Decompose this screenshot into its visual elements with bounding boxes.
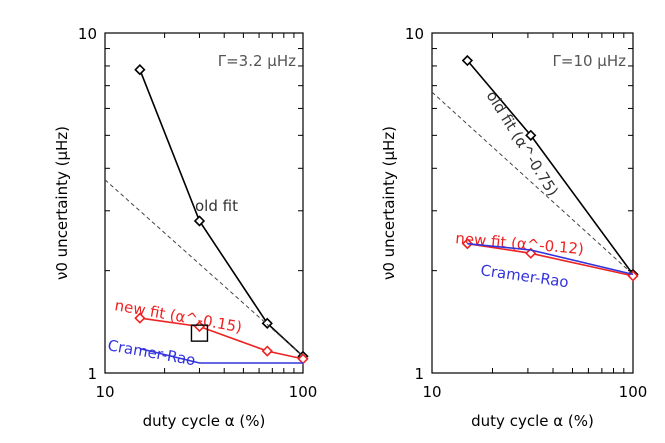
series-label: Cramer-Rao [106,336,197,369]
data-point [261,345,273,357]
series-path [139,317,304,360]
series-path [104,179,304,357]
series-label: old fit (α^-0.75) [483,88,562,200]
boxed-point-marker [190,324,209,342]
data-point [461,54,474,67]
data-point [193,215,206,227]
x-tick-label: 10 [95,383,114,401]
x-axis-title: duty cycle α (%) [471,412,594,430]
gamma-annotation: Γ=3.2 μHz [218,52,296,70]
y-tick-label: 10 [78,25,97,43]
x-tick-label: 10 [422,383,441,401]
plot-frame [431,32,634,374]
y-tick-label: 10 [405,25,424,43]
y-tick-label: 1 [87,365,97,383]
data-point [134,312,146,324]
x-axis-title: duty cycle α (%) [143,412,266,430]
series-label: old fit [195,197,238,215]
gamma-annotation: Γ=10 μHz [553,52,627,70]
axis-ticks [104,32,304,374]
series-label: new fit (α^-0.15) [113,296,243,336]
y-axis-title: ν0 uncertainty (μHz) [53,126,71,280]
data-point [134,64,146,76]
y-tick-label: 1 [414,365,424,383]
data-point [525,129,537,141]
series-reference-dashed [104,179,304,357]
series-reference-dashed [431,91,634,275]
series-path [431,91,634,275]
series-label: Cramer-Rao [479,261,569,291]
plot-frame [104,32,304,374]
y-axis-title: ν0 uncertainty (μHz) [380,126,398,280]
series-path [139,347,303,364]
x-tick-label: 100 [619,383,648,401]
x-tick-label: 100 [289,383,318,401]
axis-ticks [431,32,634,374]
data-point [461,238,474,250]
data-point [525,247,537,259]
series-path [467,242,634,276]
